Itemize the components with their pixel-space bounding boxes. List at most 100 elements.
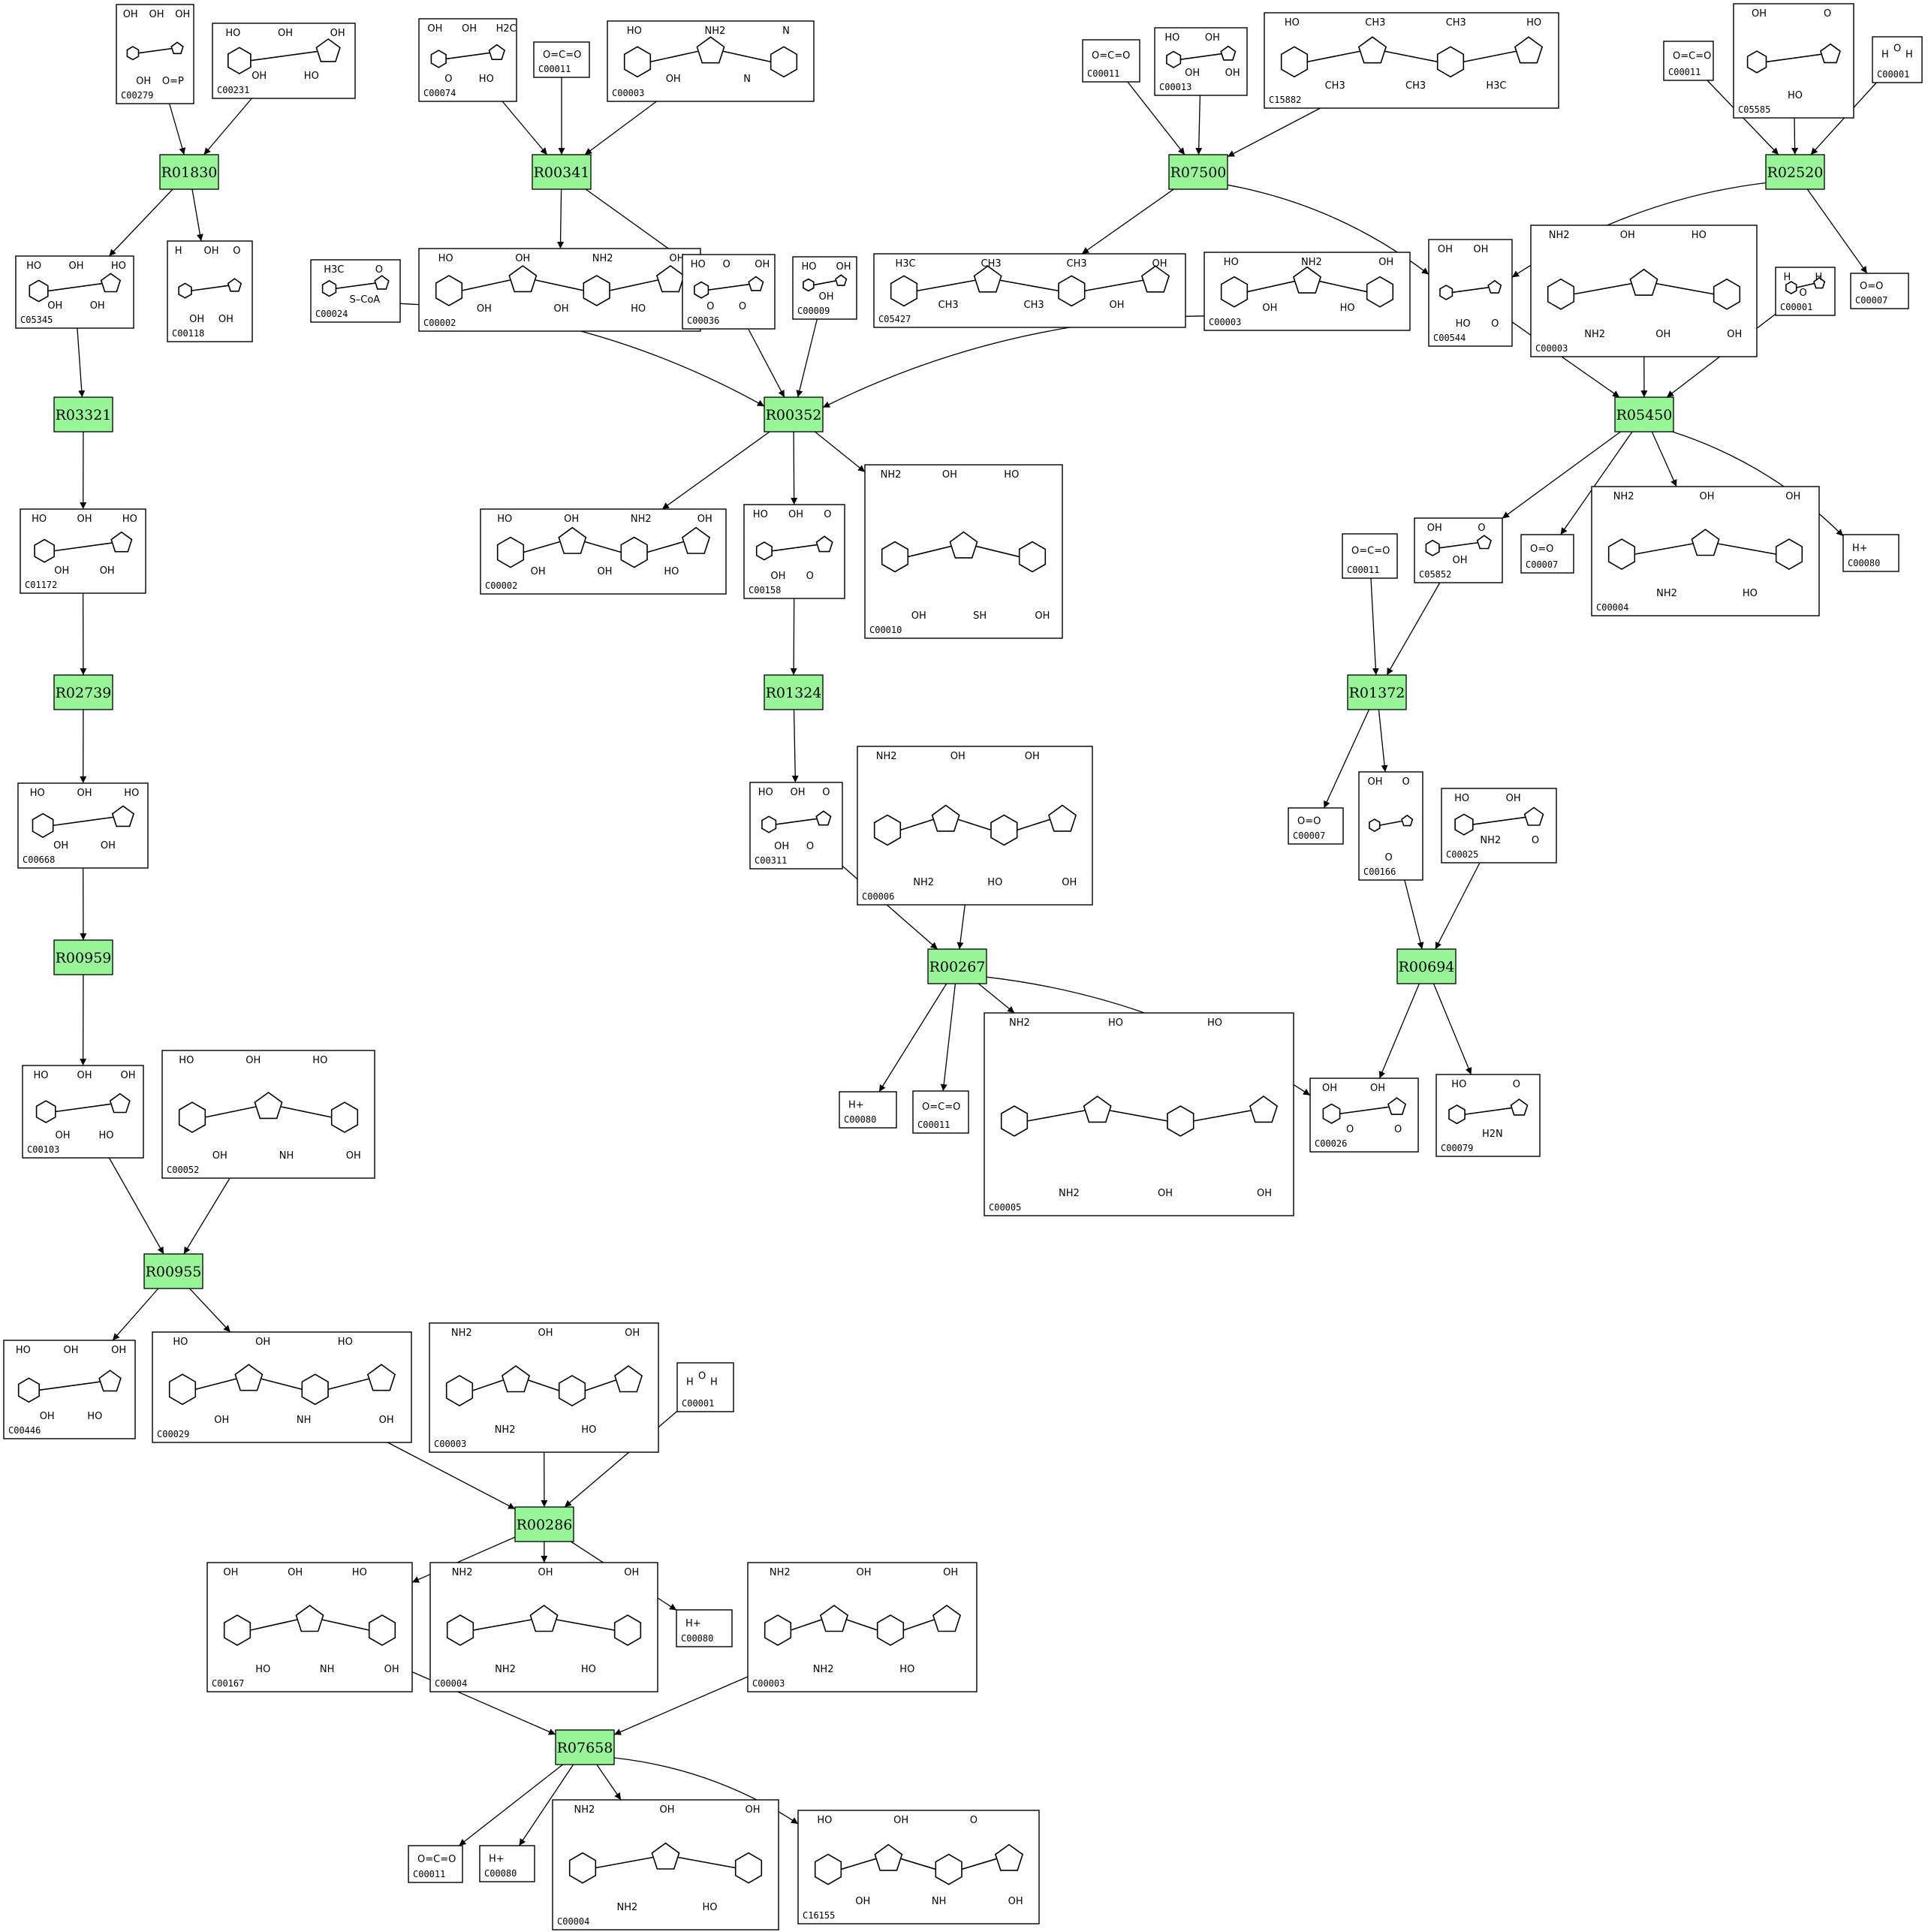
furanose-ring bbox=[1629, 268, 1658, 296]
reaction-node[interactable]: R00286 bbox=[514, 1506, 574, 1542]
atom-label: OH bbox=[911, 610, 926, 622]
reaction-node[interactable]: R01372 bbox=[1347, 674, 1407, 710]
furanose-ring bbox=[295, 1605, 324, 1632]
compound-id: C00013 bbox=[1159, 82, 1191, 92]
reaction-node[interactable]: R00341 bbox=[532, 154, 592, 190]
bond-chain bbox=[1017, 818, 1050, 831]
six-membered-ring bbox=[445, 1375, 474, 1407]
atom-label: OH bbox=[1225, 68, 1240, 79]
atom-label: NH2 bbox=[913, 877, 934, 888]
reaction-node[interactable]: R02520 bbox=[1765, 154, 1825, 190]
edge-r1-to-c12 bbox=[108, 188, 173, 257]
reaction-node[interactable]: R01324 bbox=[764, 674, 824, 710]
reaction-node[interactable]: R00267 bbox=[927, 948, 987, 984]
atom-label: O bbox=[739, 301, 746, 312]
atom-label: H+ bbox=[1852, 543, 1868, 554]
reaction-node[interactable]: R00694 bbox=[1396, 948, 1457, 984]
atom-label: HO bbox=[122, 514, 137, 525]
compound-box bbox=[747, 1562, 978, 1692]
six-membered-ring bbox=[1366, 276, 1394, 308]
furanose-ring bbox=[109, 1093, 131, 1114]
compound-id: C00009 bbox=[797, 306, 830, 316]
reaction-node[interactable]: R03321 bbox=[53, 396, 113, 433]
six-membered-ring bbox=[583, 275, 610, 306]
bond-chain bbox=[1084, 279, 1143, 292]
atom-label: OH bbox=[175, 9, 190, 20]
furanose-ring bbox=[1357, 36, 1387, 64]
six-membered-ring bbox=[770, 46, 798, 78]
reaction-node[interactable]: R02739 bbox=[53, 674, 113, 710]
reaction-node[interactable]: R00352 bbox=[764, 396, 824, 433]
compound-node[interactable]: H+C00080 bbox=[479, 1845, 535, 1882]
compound-node[interactable]: H+C00080 bbox=[676, 1609, 733, 1647]
reaction-node[interactable]: R01830 bbox=[159, 154, 219, 190]
atom-label: HO bbox=[1164, 32, 1179, 44]
reaction-node[interactable]: R00959 bbox=[53, 939, 113, 975]
reaction-id: R05450 bbox=[1616, 407, 1673, 423]
compound-id: C00080 bbox=[681, 1633, 713, 1644]
reaction-node[interactable]: R00955 bbox=[143, 1253, 203, 1289]
atom-label: OH bbox=[40, 1411, 55, 1422]
compound-node[interactable]: H+C00080 bbox=[839, 1091, 897, 1129]
compound-node[interactable]: H+C00080 bbox=[1842, 534, 1899, 572]
compound-box bbox=[1342, 533, 1398, 579]
reaction-node[interactable]: R05450 bbox=[1614, 396, 1674, 433]
reaction-node[interactable]: R07658 bbox=[555, 1729, 615, 1765]
reaction-node[interactable]: R07500 bbox=[1168, 154, 1228, 190]
bond-chain bbox=[1026, 1110, 1085, 1122]
